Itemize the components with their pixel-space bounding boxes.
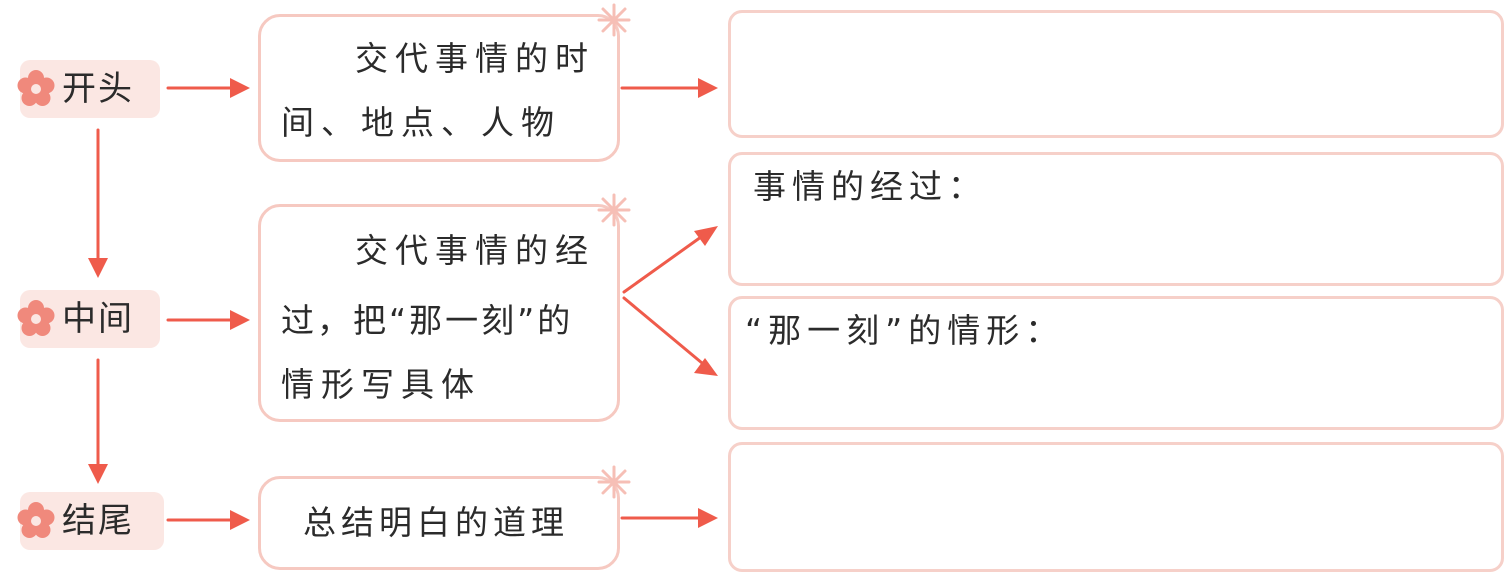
answer-box-end[interactable] (728, 442, 1504, 572)
tag-end: 结尾 (17, 492, 164, 550)
tag-start: 开头 (17, 60, 160, 118)
arrowhead (694, 358, 718, 376)
box-end-line1: 总结明白的道理 (303, 503, 569, 542)
arrowhead (230, 78, 250, 98)
arrow-box-middle-to-answer2 (622, 296, 710, 370)
arrowhead (88, 464, 108, 484)
asterisk-icon (597, 193, 631, 227)
box-middle: 交代事情的经 过，把“那一刻”的 情形写具体 (258, 193, 631, 422)
arrowhead (694, 226, 718, 246)
box-middle-line1: 交代事情的经 (355, 231, 595, 270)
box-start-line1: 交代事情的时 (355, 39, 595, 78)
tag-end-label: 结尾 (62, 501, 134, 541)
arrowhead (698, 508, 718, 528)
arrow-box-middle-to-answer1 (622, 230, 710, 294)
arrowhead (230, 510, 250, 530)
box-middle-line3: 情形写具体 (281, 365, 481, 404)
answer-box-moment[interactable]: “那一刻”的情形： (728, 296, 1504, 430)
tag-start-label: 开头 (62, 69, 134, 109)
box-middle-line2: 过，把“那一刻”的 (281, 301, 574, 340)
tag-middle: 中间 (17, 290, 160, 348)
asterisk-icon (597, 3, 631, 37)
arrowhead (88, 258, 108, 278)
flower-icon (17, 70, 55, 106)
answer-box-process[interactable]: 事情的经过： (728, 152, 1504, 286)
asterisk-icon (597, 465, 631, 499)
answer-moment-label: “那一刻”的情形： (745, 311, 1065, 350)
flower-icon (17, 300, 55, 336)
box-start: 交代事情的时 间、地点、人物 (258, 3, 631, 162)
arrowhead (698, 78, 718, 98)
answer-process-label: 事情的经过： (753, 167, 987, 206)
answer-box-start[interactable] (728, 10, 1504, 138)
flower-icon (17, 502, 55, 538)
box-start-line2: 间、地点、人物 (281, 103, 561, 142)
box-end: 总结明白的道理 (258, 465, 631, 570)
tag-middle-label: 中间 (62, 299, 134, 339)
arrowhead (230, 310, 250, 330)
